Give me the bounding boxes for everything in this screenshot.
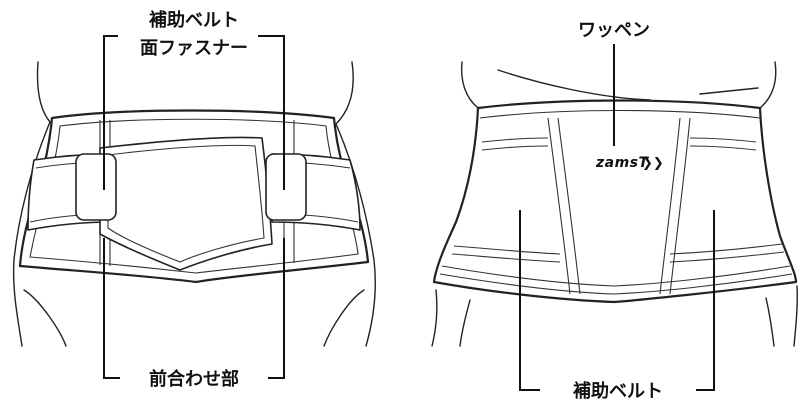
back-view — [431, 61, 798, 347]
back-stay-3 — [659, 117, 681, 295]
back-torso-right — [759, 61, 777, 109]
front-bottom-bracket — [103, 238, 285, 379]
front-torso-right — [335, 61, 376, 347]
back-top-label: ワッペン — [578, 20, 650, 41]
zamst-logo-text: zamsT — [595, 155, 650, 171]
back-shoulder-line — [497, 69, 759, 101]
back-belt-bottom-band-2 — [441, 265, 791, 287]
back-support-belt-left-upper — [481, 137, 549, 151]
front-torso-left — [12, 61, 51, 347]
back-stay-2 — [557, 117, 581, 295]
back-bottom-bracket — [519, 210, 715, 391]
front-fastener-tab-left — [75, 153, 117, 221]
front-closure-flap — [99, 136, 273, 271]
front-hip-right — [323, 289, 365, 347]
back-stay-1 — [547, 117, 571, 295]
front-hip-left — [23, 289, 67, 347]
back-torso-left — [460, 61, 479, 109]
back-support-belt-right-upper — [689, 137, 757, 151]
front-fastener-tab-right — [265, 153, 307, 221]
zamst-logo-patch: zamsT ❯❯ — [595, 155, 664, 171]
front-top-bracket — [103, 35, 285, 190]
back-belt-bottom-band — [439, 273, 793, 295]
back-hip-right — [765, 285, 798, 347]
front-view — [12, 61, 376, 347]
back-support-belt-right-lower — [669, 243, 785, 263]
back-belt-top-band — [479, 109, 761, 119]
back-bottom-label: 補助ベルト — [572, 380, 663, 402]
front-top-label-line1: 補助ベルト — [148, 9, 239, 31]
front-closure-flap-seam — [107, 144, 265, 263]
front-top-label-line2: 面ファスナー — [140, 38, 248, 59]
back-support-belt-left-lower — [451, 245, 561, 263]
back-stay-4 — [669, 117, 691, 295]
back-hip-left — [431, 289, 471, 347]
zamst-logo-chevrons: ❯❯ — [642, 156, 664, 171]
front-bottom-label: 前合わせ部 — [149, 368, 239, 390]
